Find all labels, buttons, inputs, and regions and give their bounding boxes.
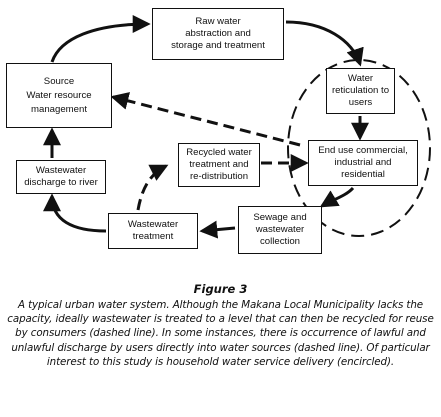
node-source: Source Water resource management — [6, 63, 112, 128]
dashed-arrow-end-use-to-source — [110, 92, 301, 147]
node-water-reticulation: Water reticulation to users — [326, 68, 395, 114]
urban-water-system-diagram: Raw water abstraction and storage and tr… — [6, 8, 431, 254]
node-text: discharge to river — [24, 177, 98, 188]
node-text: Water — [347, 73, 374, 84]
node-text: industrial and — [334, 157, 392, 168]
node-wastewater-treatment: Wastewater treatment — [108, 213, 198, 249]
node-text: Recycled water — [186, 147, 252, 158]
node-text: Sewage and — [253, 212, 307, 223]
node-text: residential — [341, 169, 385, 180]
node-sewage-collection: Sewage and wastewater collection — [238, 206, 322, 254]
node-text: reticulation to — [331, 85, 390, 96]
dashed-arrow-treatment-to-recycled — [136, 164, 169, 211]
caption-title: Figure 3 — [193, 282, 248, 296]
node-text: End use commercial, — [318, 145, 408, 156]
arrow-treatment-to-discharge — [43, 193, 107, 233]
node-wastewater-discharge: Wastewater discharge to river — [16, 160, 106, 194]
node-raw-water: Raw water abstraction and storage and tr… — [152, 8, 284, 60]
arrow-sewage-to-treatment — [199, 220, 236, 239]
node-recycled-water: Recycled water treatment and re-distribu… — [178, 143, 260, 187]
node-text: storage and treatment — [171, 40, 265, 51]
node-text: Raw water — [195, 16, 241, 27]
node-text: Source — [43, 75, 75, 87]
figure-caption: Figure 3 A typical urban water system. A… — [4, 282, 437, 369]
node-text: users — [348, 97, 373, 108]
node-text: abstraction and — [185, 28, 251, 39]
node-text: wastewater — [255, 224, 305, 235]
node-text: Wastewater — [127, 219, 179, 230]
node-text: treatment — [132, 231, 174, 242]
node-text: Water resource — [26, 89, 92, 101]
caption-text: A typical urban water system. Although t… — [7, 299, 434, 368]
arrow-source-to-raw-water — [50, 15, 151, 63]
node-text: treatment and — [189, 159, 249, 170]
focus-circle — [287, 59, 431, 237]
node-text: management — [31, 103, 87, 115]
node-text: collection — [260, 236, 300, 247]
diagram-connectors — [43, 15, 431, 239]
arrow-end-use-to-sewage — [319, 186, 355, 208]
arrow-raw-water-to-reticulation — [285, 20, 364, 67]
node-text: Wastewater — [35, 165, 87, 176]
node-text: re-distribution — [189, 171, 249, 182]
node-end-use: End use commercial, industrial and resid… — [308, 140, 418, 186]
